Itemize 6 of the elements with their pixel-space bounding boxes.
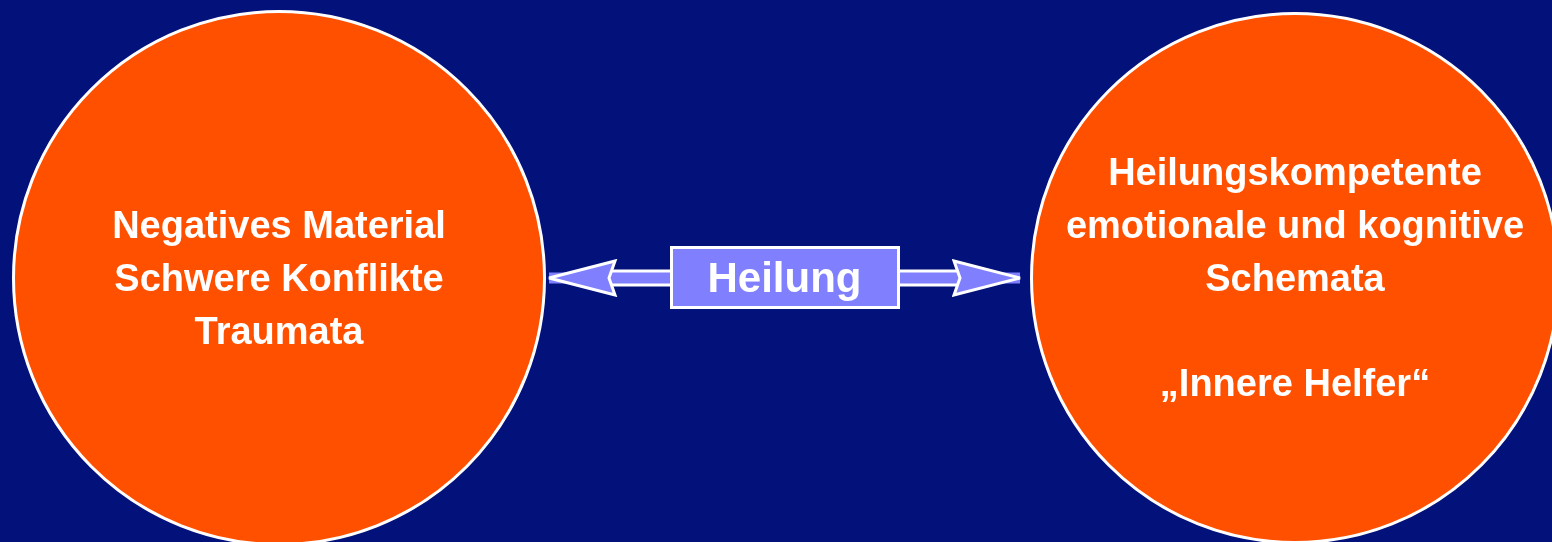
node-text: Schwere Konflikte <box>114 255 444 301</box>
edge-label: Heilung <box>669 246 900 309</box>
node-text: „Innere Helfer“ <box>1159 361 1431 406</box>
node-text: Heilungskompetente emotionale und kognitive Schemata <box>1064 150 1526 301</box>
node-text: Traumata <box>194 308 364 354</box>
node-text: Negatives Material <box>112 202 446 248</box>
